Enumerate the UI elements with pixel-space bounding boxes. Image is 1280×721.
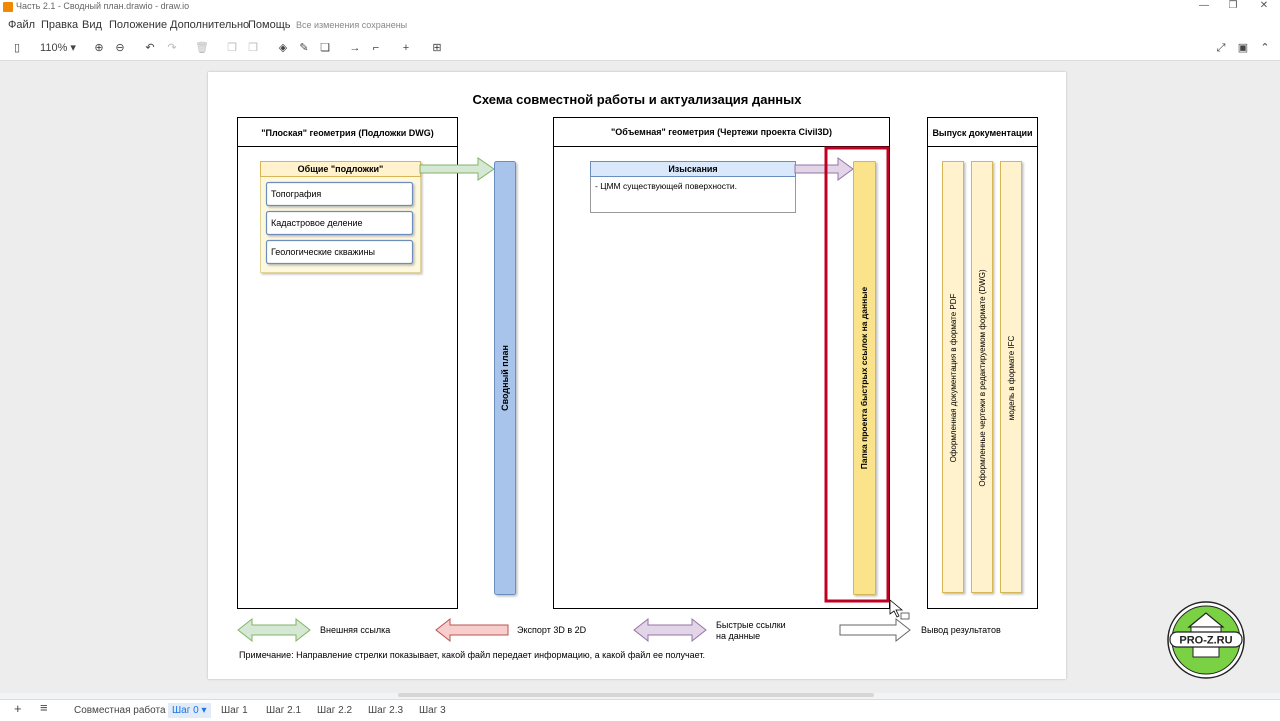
- delete-icon[interactable]: 🗑: [195, 42, 209, 54]
- redo-icon[interactable]: ↷: [167, 42, 177, 54]
- save-status: Все изменения сохранены: [296, 20, 408, 30]
- insert-icon[interactable]: +: [402, 42, 410, 54]
- canvas[interactable]: Схема совместной работы и актуализация д…: [0, 61, 1280, 693]
- survey-title: Изыскания: [668, 164, 717, 174]
- line-color-icon[interactable]: ✎: [299, 42, 309, 54]
- tab-step-3[interactable]: Шаг 3: [419, 705, 446, 716]
- diagram-note: Примечание: Направление стрелки показыва…: [239, 650, 705, 660]
- legend-export-arrow[interactable]: [435, 617, 509, 643]
- common-underlays-title: Общие "подложки": [298, 164, 384, 174]
- resize-handle-icon: [900, 612, 910, 620]
- format-toggle-icon[interactable]: ▣: [1237, 42, 1249, 54]
- menu-arrange[interactable]: Положение: [109, 19, 168, 31]
- fill-color-icon[interactable]: ◈: [278, 42, 288, 54]
- diagram-page: Схема совместной работы и актуализация д…: [208, 72, 1066, 679]
- legend-quick-links-label-1: Быстрые ссылки: [716, 620, 786, 630]
- output-pdf-label: Оформленная документация в формате PDF: [949, 294, 958, 463]
- mouse-cursor-icon: [889, 599, 904, 618]
- menu-bar: Файл Правка Вид Положение Дополнительно …: [0, 14, 1280, 36]
- master-plan-bar[interactable]: Сводный план: [494, 161, 516, 595]
- connection-icon[interactable]: →: [349, 42, 361, 54]
- to-front-icon[interactable]: ❐: [227, 42, 237, 54]
- minimize-button[interactable]: —: [1199, 0, 1209, 11]
- zoom-value: 110%: [40, 42, 68, 54]
- shadow-icon[interactable]: ❏: [320, 42, 330, 54]
- zoom-dropdown[interactable]: 110% ▾: [40, 42, 76, 54]
- master-plan-label: Сводный план: [500, 345, 510, 411]
- pages-menu-icon[interactable]: ≡: [40, 700, 48, 715]
- pro-z-logo-badge: PRO-Z.RU: [1167, 601, 1245, 679]
- zoom-in-icon[interactable]: ⊕: [94, 42, 104, 54]
- close-button[interactable]: ✕: [1259, 0, 1269, 11]
- collapse-icon[interactable]: ⌃: [1260, 42, 1270, 54]
- menu-extras[interactable]: Дополнительно: [170, 19, 250, 31]
- page-tabs-bar: + ≡ Совместная работа Шаг 0 ▾ Шаг 1 Шаг …: [0, 699, 1280, 721]
- topography-label: Топография: [271, 189, 321, 199]
- tab-step-0[interactable]: Шаг 0 ▾: [168, 703, 211, 718]
- purple-arrow-to-folder[interactable]: [794, 157, 854, 181]
- output-ifc-label: модель в формате IFC: [1007, 336, 1016, 421]
- legend-quick-links-label-2: на данные: [716, 631, 760, 641]
- topography-item[interactable]: [265, 181, 414, 207]
- format-panel-icon[interactable]: ▯: [13, 42, 21, 54]
- tab-collaboration[interactable]: Совместная работа: [74, 705, 166, 716]
- undo-icon[interactable]: ↶: [145, 42, 155, 54]
- fullscreen-icon[interactable]: ⤢: [1216, 42, 1226, 54]
- cadastral-item[interactable]: [265, 210, 414, 236]
- table-icon[interactable]: ⊞: [432, 42, 442, 54]
- tab-step-2-3[interactable]: Шаг 2.3: [368, 705, 404, 716]
- survey-text: - ЦММ существующей поверхности.: [595, 181, 737, 191]
- common-underlays-group[interactable]: Общие "подложки" Топография Кадастровое …: [260, 161, 421, 273]
- tab-step-2-2[interactable]: Шаг 2.2: [317, 705, 353, 716]
- drawio-logo-icon: [3, 2, 13, 12]
- boreholes-label: Геологические скважины: [271, 247, 375, 257]
- folder-highlight-frame: [824, 146, 890, 603]
- tab-step-1[interactable]: Шаг 1: [221, 705, 248, 716]
- window-title: Часть 2.1 - Сводный план.drawio - draw.i…: [16, 1, 190, 11]
- diagram-svg: Схема совместной работы и актуализация д…: [237, 92, 1038, 660]
- survey-box[interactable]: Изыскания - ЦММ существующей поверхности…: [590, 161, 796, 213]
- flat-geometry-header: "Плоская" геометрия (Подложки DWG): [261, 128, 434, 138]
- legend-output-label: Вывод результатов: [921, 625, 1001, 635]
- legend-external-link-label: Внешняя ссылка: [320, 625, 390, 635]
- output-dwg-label: Оформленные чертежи в редактируемом форм…: [978, 269, 987, 487]
- title-bar: Часть 2.1 - Сводный план.drawio - draw.i…: [0, 0, 1280, 14]
- menu-help[interactable]: Помощь: [248, 19, 291, 31]
- quick-links-folder-bar[interactable]: Папка проекта быстрых ссылок на данные: [853, 161, 876, 595]
- add-page-button[interactable]: +: [14, 701, 22, 716]
- output-header: Выпуск документации: [932, 128, 1032, 138]
- volume-geometry-header: "Объемная" геометрия (Чертежи проекта Ci…: [611, 127, 832, 137]
- menu-file[interactable]: Файл: [8, 19, 36, 31]
- toolbar: ▯ 110% ▾ ⊕ ⊖ ↶ ↷ 🗑 ❐ ❐ ◈ ✎ ❏ → ⌐ + ⊞ ⤢ ▣…: [0, 36, 1280, 61]
- waypoints-icon[interactable]: ⌐: [372, 42, 380, 54]
- legend-output-arrow[interactable]: [839, 617, 911, 643]
- diagram-title[interactable]: Схема совместной работы и актуализация д…: [473, 92, 803, 107]
- to-back-icon[interactable]: ❐: [248, 42, 258, 54]
- output-dwg-bar[interactable]: Оформленные чертежи в редактируемом форм…: [971, 161, 993, 593]
- legend-external-link-arrow[interactable]: [237, 617, 311, 643]
- green-arrow-to-master-plan[interactable]: [419, 157, 495, 181]
- menu-edit[interactable]: Правка: [41, 19, 79, 31]
- cadastral-label: Кадастровое деление: [271, 218, 363, 228]
- zoom-out-icon[interactable]: ⊖: [115, 42, 125, 54]
- pro-z-logo-text: PRO-Z.RU: [1179, 635, 1232, 647]
- legend-export-label: Экспорт 3D в 2D: [517, 625, 587, 635]
- boreholes-item[interactable]: [265, 239, 414, 265]
- output-ifc-bar[interactable]: модель в формате IFC: [1000, 161, 1022, 593]
- legend-quick-links-arrow[interactable]: [633, 617, 707, 643]
- tab-step-0-label: Шаг 0: [172, 705, 199, 716]
- output-pdf-bar[interactable]: Оформленная документация в формате PDF: [942, 161, 964, 593]
- maximize-button[interactable]: ❐: [1228, 0, 1238, 11]
- menu-view[interactable]: Вид: [82, 19, 102, 31]
- tab-step-2-1[interactable]: Шаг 2.1: [266, 705, 302, 716]
- quick-links-folder-label: Папка проекта быстрых ссылок на данные: [859, 287, 869, 470]
- horizontal-scrollbar[interactable]: [398, 693, 874, 697]
